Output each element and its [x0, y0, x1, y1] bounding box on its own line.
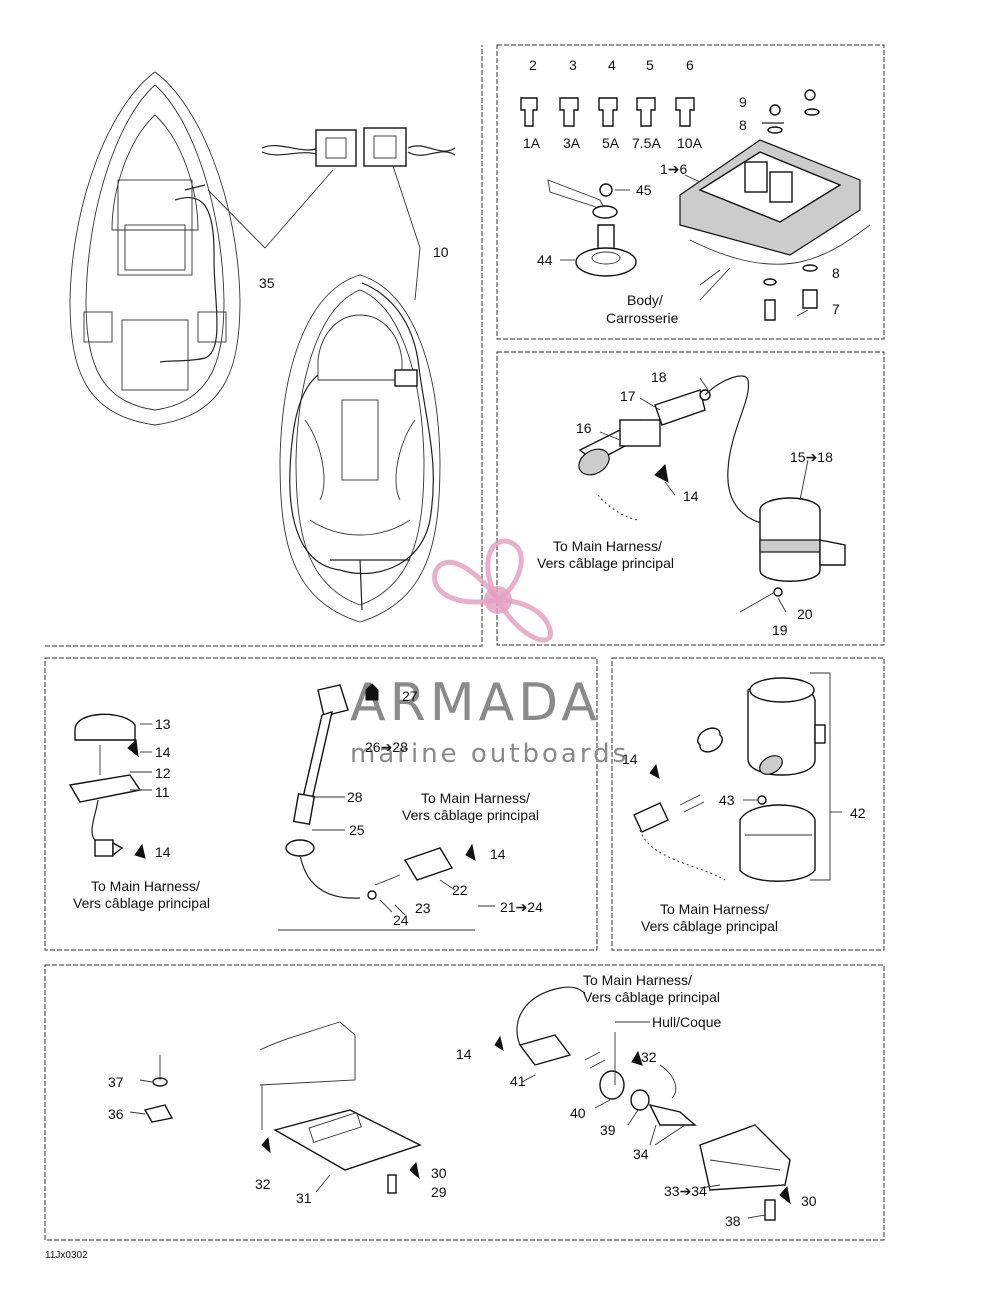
label-15-to-18: 15➔18 [790, 449, 833, 465]
label-18: 18 [651, 369, 667, 385]
label-8-top: 8 [739, 117, 747, 133]
label-24: 24 [393, 912, 409, 928]
watermark-brand: ARMADA [350, 673, 601, 733]
label-29: 29 [431, 1184, 447, 1200]
harness-note-fr-sensor: Vers câblage principal [537, 555, 674, 571]
label-43: 43 [719, 792, 735, 808]
callout-labels: 2 3 4 5 6 1A 3A 5A 7.5A 10A 9 8 1➔6 45 4… [45, 57, 866, 1261]
harness-note-en-antenna: To Main Harness/ [421, 790, 530, 806]
label-32-speed: 32 [641, 1049, 657, 1065]
label-35: 35 [259, 275, 275, 291]
label-hull: Hull/Coque [652, 1014, 721, 1030]
label-1-to-6: 1➔6 [660, 161, 688, 177]
fuse-rating-3a: 3A [563, 135, 581, 151]
light-assembly [68, 713, 146, 859]
label-5: 5 [646, 57, 654, 73]
label-4: 4 [608, 57, 616, 73]
label-body: Body/ [627, 292, 663, 308]
label-2: 2 [529, 57, 537, 73]
clip-nut [143, 1055, 174, 1123]
connector-35-detail [207, 127, 456, 301]
label-33-to-34: 33➔34 [664, 1183, 707, 1199]
propeller-icon [432, 538, 553, 643]
label-12: 12 [155, 765, 171, 781]
diagram-reference-code: 11Jx0302 [45, 1250, 88, 1261]
label-38: 38 [725, 1213, 741, 1229]
label-34: 34 [633, 1146, 649, 1162]
hull-bottom-view [279, 274, 441, 623]
label-26-to-28: 26➔28 [365, 739, 408, 755]
label-10: 10 [433, 244, 449, 260]
label-30-plate: 30 [431, 1165, 447, 1181]
label-44: 44 [537, 252, 553, 268]
label-carrosserie: Carrosserie [606, 310, 679, 326]
label-31: 31 [296, 1190, 312, 1206]
antenna-assembly [278, 683, 476, 931]
label-14-antenna: 14 [490, 846, 506, 862]
label-28: 28 [347, 789, 363, 805]
label-27: 27 [402, 688, 418, 704]
water-sensor [739, 497, 846, 613]
label-14-pump: 14 [622, 751, 638, 767]
harness-note-en-sensor: To Main Harness/ [553, 538, 662, 554]
fuse-rating-10a: 10A [677, 135, 703, 151]
label-41: 41 [510, 1073, 526, 1089]
label-9: 9 [739, 94, 747, 110]
label-14-light: 14 [155, 744, 171, 760]
watermark-logo: ARMADA marine outboards [350, 538, 629, 769]
label-13: 13 [155, 716, 171, 732]
label-3: 3 [569, 57, 577, 73]
fuse-box [679, 139, 871, 301]
harness-note-en-pump: To Main Harness/ [660, 901, 769, 917]
label-23: 23 [415, 900, 431, 916]
label-36: 36 [108, 1106, 124, 1122]
label-21-to-24: 21➔24 [500, 899, 543, 915]
label-20: 20 [797, 606, 813, 622]
fuse-rating-1a: 1A [523, 135, 541, 151]
label-22: 22 [452, 882, 468, 898]
label-17: 17 [620, 388, 636, 404]
harness-note-fr-pump: Vers câblage principal [641, 918, 778, 934]
label-14-sensor: 14 [683, 488, 699, 504]
label-19: 19 [772, 622, 788, 638]
label-7: 7 [832, 301, 840, 317]
leader-lines [129, 108, 842, 1219]
label-39: 39 [600, 1122, 616, 1138]
label-30-speed: 30 [801, 1193, 817, 1209]
label-16: 16 [576, 420, 592, 436]
label-45: 45 [636, 182, 652, 198]
label-14-speed: 14 [456, 1046, 472, 1062]
label-40: 40 [570, 1105, 586, 1121]
mounting-plate [259, 1021, 422, 1194]
fuses [520, 97, 695, 127]
label-11: 11 [155, 784, 170, 800]
harness-note-fr-antenna: Vers câblage principal [402, 807, 539, 823]
watermark-tagline: marine outboards [350, 739, 629, 769]
label-32-plate: 32 [255, 1176, 271, 1192]
panel-frames [44, 44, 885, 1241]
label-42: 42 [850, 805, 866, 821]
ground-stud-44 [547, 179, 637, 277]
fuse-rating-7-5a: 7.5A [632, 135, 661, 151]
fuse-rating-5a: 5A [602, 135, 620, 151]
label-14-light-plug: 14 [155, 844, 171, 860]
bilge-pump [633, 672, 831, 882]
hull-top-view [69, 71, 241, 426]
label-6: 6 [686, 57, 694, 73]
label-25: 25 [349, 822, 365, 838]
harness-note-en-light: To Main Harness/ [91, 878, 200, 894]
speed-sensor-assembly [494, 986, 791, 1221]
sensor-connector [578, 375, 771, 526]
harness-note-en-speed: To Main Harness/ [583, 972, 692, 988]
label-8-bottom: 8 [832, 265, 840, 281]
harness-note-fr-speed: Vers câblage principal [583, 989, 720, 1005]
label-37: 37 [108, 1074, 124, 1090]
harness-note-fr-light: Vers câblage principal [73, 895, 210, 911]
fuse-box-hardware [762, 89, 820, 321]
